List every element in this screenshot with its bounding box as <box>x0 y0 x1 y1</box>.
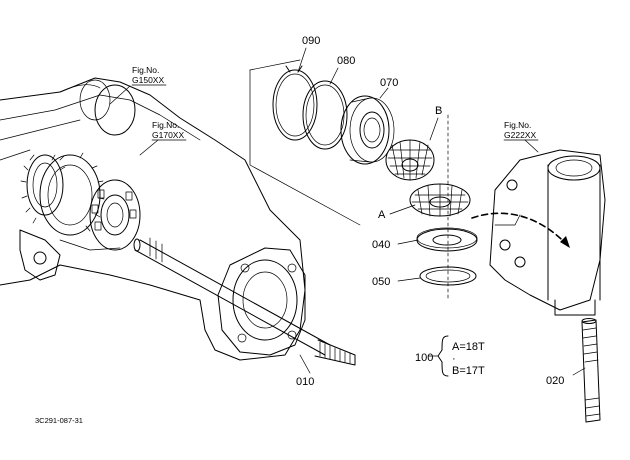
label-A: A <box>378 209 386 221</box>
fig-ref-code-2: G170XX <box>152 130 184 140</box>
rod-020 <box>581 318 601 423</box>
assembly-separator-dot: · <box>452 353 456 365</box>
label-070: 070 <box>380 77 398 89</box>
label-050: 050 <box>372 276 390 288</box>
assembly-b-teeth: B=17T <box>452 365 485 377</box>
bearing-070 <box>340 95 395 165</box>
transmission-housing <box>0 77 356 366</box>
label-090: 090 <box>302 35 320 47</box>
label-100: 100 <box>415 352 433 364</box>
gear-cluster <box>20 152 141 251</box>
exploded-bearing-group <box>249 59 478 301</box>
fig-ref-code-1: G150XX <box>132 75 164 85</box>
fig-ref-label-3: Fig.No. <box>504 120 531 130</box>
assembly-a-teeth: A=18T <box>452 341 485 353</box>
ring-080 <box>302 80 348 150</box>
fig-ref-label-2: Fig.No. <box>152 120 179 130</box>
snap-ring-090 <box>272 65 318 141</box>
washer-050 <box>419 266 477 286</box>
bevel-gear-B <box>385 139 435 181</box>
labels: 090 080 070 B A 040 050 010 020 100 A=18… <box>35 35 564 425</box>
label-040: 040 <box>372 239 390 251</box>
label-B: B <box>435 105 442 117</box>
case-G222XX <box>471 149 606 316</box>
label-080: 080 <box>337 55 355 67</box>
drawing-code: 3C291-087-31 <box>35 416 83 425</box>
shaft-010 <box>133 237 356 366</box>
fig-ref-label-1: Fig.No. <box>132 65 159 75</box>
fig-ref-code-3: G222XX <box>504 130 536 140</box>
bevel-gear-A <box>409 183 471 217</box>
bearing-040 <box>416 227 478 252</box>
label-010: 010 <box>296 376 314 388</box>
leader-lines <box>109 47 586 377</box>
label-020: 020 <box>546 375 564 387</box>
housing-flange <box>217 247 306 356</box>
